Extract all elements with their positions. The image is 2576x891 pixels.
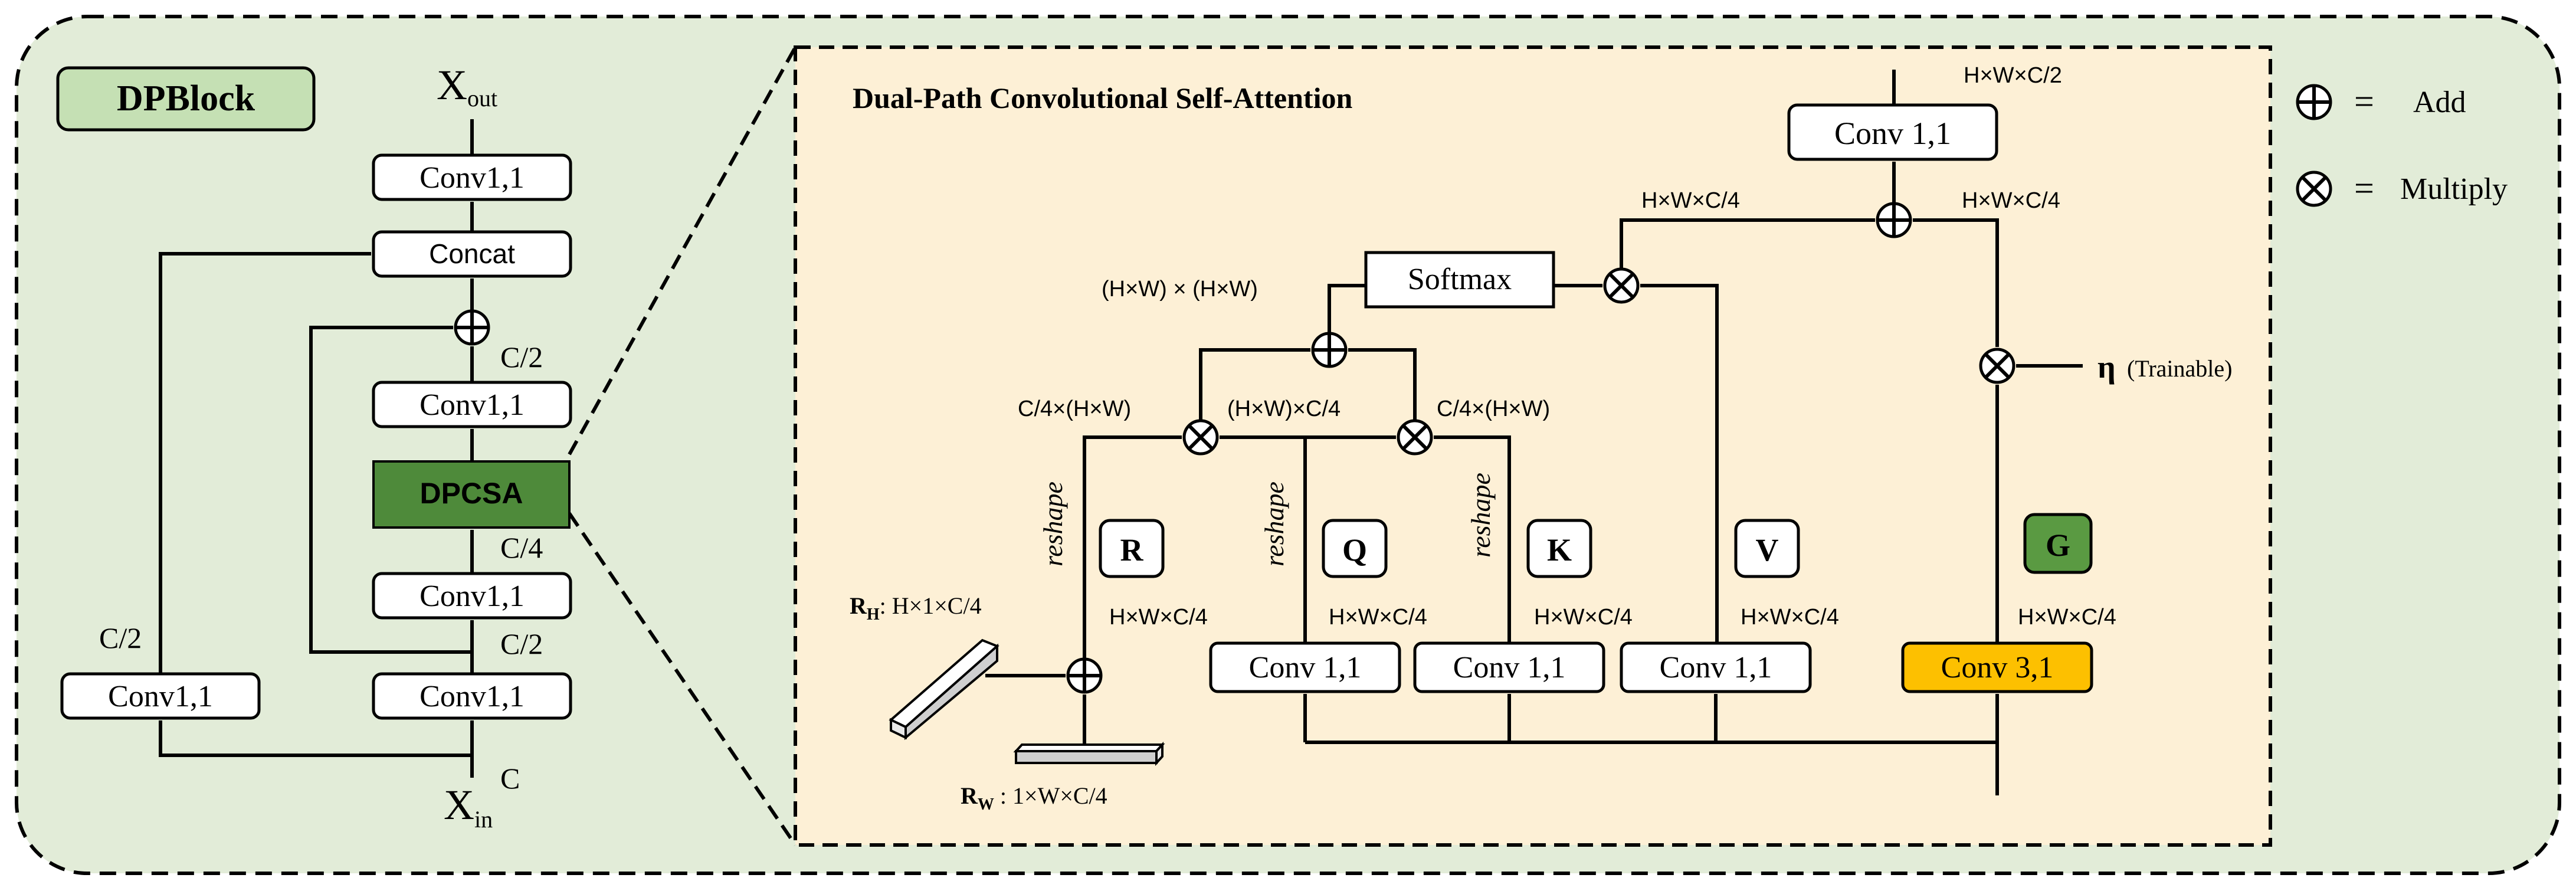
arrow-gamma-to-add <box>1912 218 1999 347</box>
g-tag: G <box>2046 528 2070 563</box>
c4hw-right-label: C/4×(H×W) <box>1437 397 1550 421</box>
c2-mid-label: C/2 <box>500 627 543 660</box>
reshape-label-q: reshape <box>1259 481 1289 566</box>
conv-mid-label: Conv1,1 <box>419 388 525 422</box>
conv-top-box <box>372 153 572 201</box>
legend-add-eq: = <box>2354 82 2374 121</box>
arrow-v-to-mul <box>1640 284 1719 643</box>
dpblock-title: DPBlock <box>117 78 255 119</box>
rh-label: RH: H×1×C/4 <box>850 592 982 624</box>
legend-add-label: Add <box>2413 86 2466 119</box>
conv-out-box <box>1787 103 1998 161</box>
c4-label: C/4 <box>500 531 543 564</box>
q-tag-box <box>1322 519 1388 578</box>
conv-k-label: Conv 1,1 <box>1453 651 1566 684</box>
dim-q-label: H×W×C/4 <box>1329 605 1427 630</box>
r-tag: R <box>1120 532 1144 568</box>
hwc4-mid-label: (H×W)×C/4 <box>1227 397 1341 421</box>
c-label: C <box>500 762 520 795</box>
arrow-mulR-to-add <box>1348 348 1417 421</box>
softmax-label: Softmax <box>1408 263 1512 296</box>
arrow-mulL-to-add <box>1199 348 1311 421</box>
arrow-k-to-mulR <box>1433 435 1511 643</box>
legend-mul-eq: = <box>2354 169 2374 208</box>
conv-lower-label: Conv1,1 <box>419 579 525 613</box>
conv-bottom-right-label: Conv1,1 <box>419 680 525 713</box>
conv-q-label: Conv 1,1 <box>1249 651 1362 684</box>
arrow-attn-to-add <box>1620 218 1876 269</box>
conv-top-label: Conv1,1 <box>419 161 525 195</box>
k-tag: K <box>1547 532 1572 568</box>
trainable-label: (Trainable) <box>2127 355 2232 382</box>
arrow-add-to-softmax <box>1328 284 1366 333</box>
conv-k-box <box>1413 641 1605 693</box>
left-branch-to-concat <box>159 252 372 674</box>
residual-bypass-line <box>309 326 472 654</box>
legend-mul-label: Multiply <box>2400 172 2508 206</box>
out-dim-label: H×W×C/2 <box>1964 63 2062 88</box>
conv-bottom-left-label: Conv1,1 <box>108 680 213 713</box>
concat-box <box>372 230 572 278</box>
conv-v-label: Conv 1,1 <box>1660 651 1772 684</box>
dim-r-label: H×W×C/4 <box>1109 605 1208 630</box>
arrow-in-to-conv-left <box>159 720 472 757</box>
softmax-box <box>1364 251 1555 309</box>
dpcsa-detail-title: Dual-Path Convolutional Self-Attention <box>853 81 1352 114</box>
rh-prism-icon <box>889 638 999 741</box>
dpcsa-box <box>372 460 571 529</box>
hwc4-left-label: H×W×C/4 <box>1641 188 1740 213</box>
k-tag-box <box>1526 519 1592 578</box>
rw-label: RW : 1×W×C/4 <box>961 782 1107 814</box>
dpcsa-detail-panel <box>794 45 2272 847</box>
dim-k-label: H×W×C/4 <box>1534 605 1633 630</box>
g-tag-box <box>2023 513 2093 574</box>
conv-q-box <box>1209 641 1401 693</box>
conv-bottom-right-box <box>372 672 572 720</box>
legend: = Add = Multiply <box>2296 82 2508 208</box>
c2-top-label: C/2 <box>500 340 543 374</box>
dpblock-title-box <box>56 66 316 132</box>
eta-symbol: η <box>2097 349 2116 385</box>
conv-v-box <box>1620 641 1812 693</box>
v-tag: V <box>1756 532 1779 568</box>
q-tag: Q <box>1342 532 1367 568</box>
conv-mid-box <box>372 381 572 428</box>
dim-g-label: H×W×C/4 <box>2018 605 2116 630</box>
x-in-label: Xin <box>444 781 493 833</box>
v-tag-box <box>1734 519 1800 578</box>
hwc4-right-label: H×W×C/4 <box>1962 188 2060 213</box>
c2-left-label: C/2 <box>99 621 142 654</box>
dpcsa-label: DPCSA <box>419 477 523 510</box>
c4hw-left-label: C/4×(H×W) <box>1018 397 1131 421</box>
conv-lower-box <box>372 572 572 620</box>
conv-out-label: Conv 1,1 <box>1834 116 1951 151</box>
zoom-connector-top <box>568 46 797 456</box>
conv-g-label: Conv 3,1 <box>1941 651 2054 684</box>
dim-v-label: H×W×C/4 <box>1741 605 1839 630</box>
r-tag-box <box>1099 519 1165 578</box>
hwhw-label: (H×W) × (H×W) <box>1102 277 1258 302</box>
arrow-r-to-mulL <box>1083 435 1182 658</box>
x-out-label: Xout <box>437 61 497 112</box>
rw-prism-icon <box>1013 741 1165 766</box>
reshape-label-k: reshape <box>1466 473 1496 558</box>
concat-label: Concat <box>429 238 515 269</box>
reshape-label-r: reshape <box>1038 481 1068 566</box>
zoom-connector-bottom <box>568 512 797 846</box>
